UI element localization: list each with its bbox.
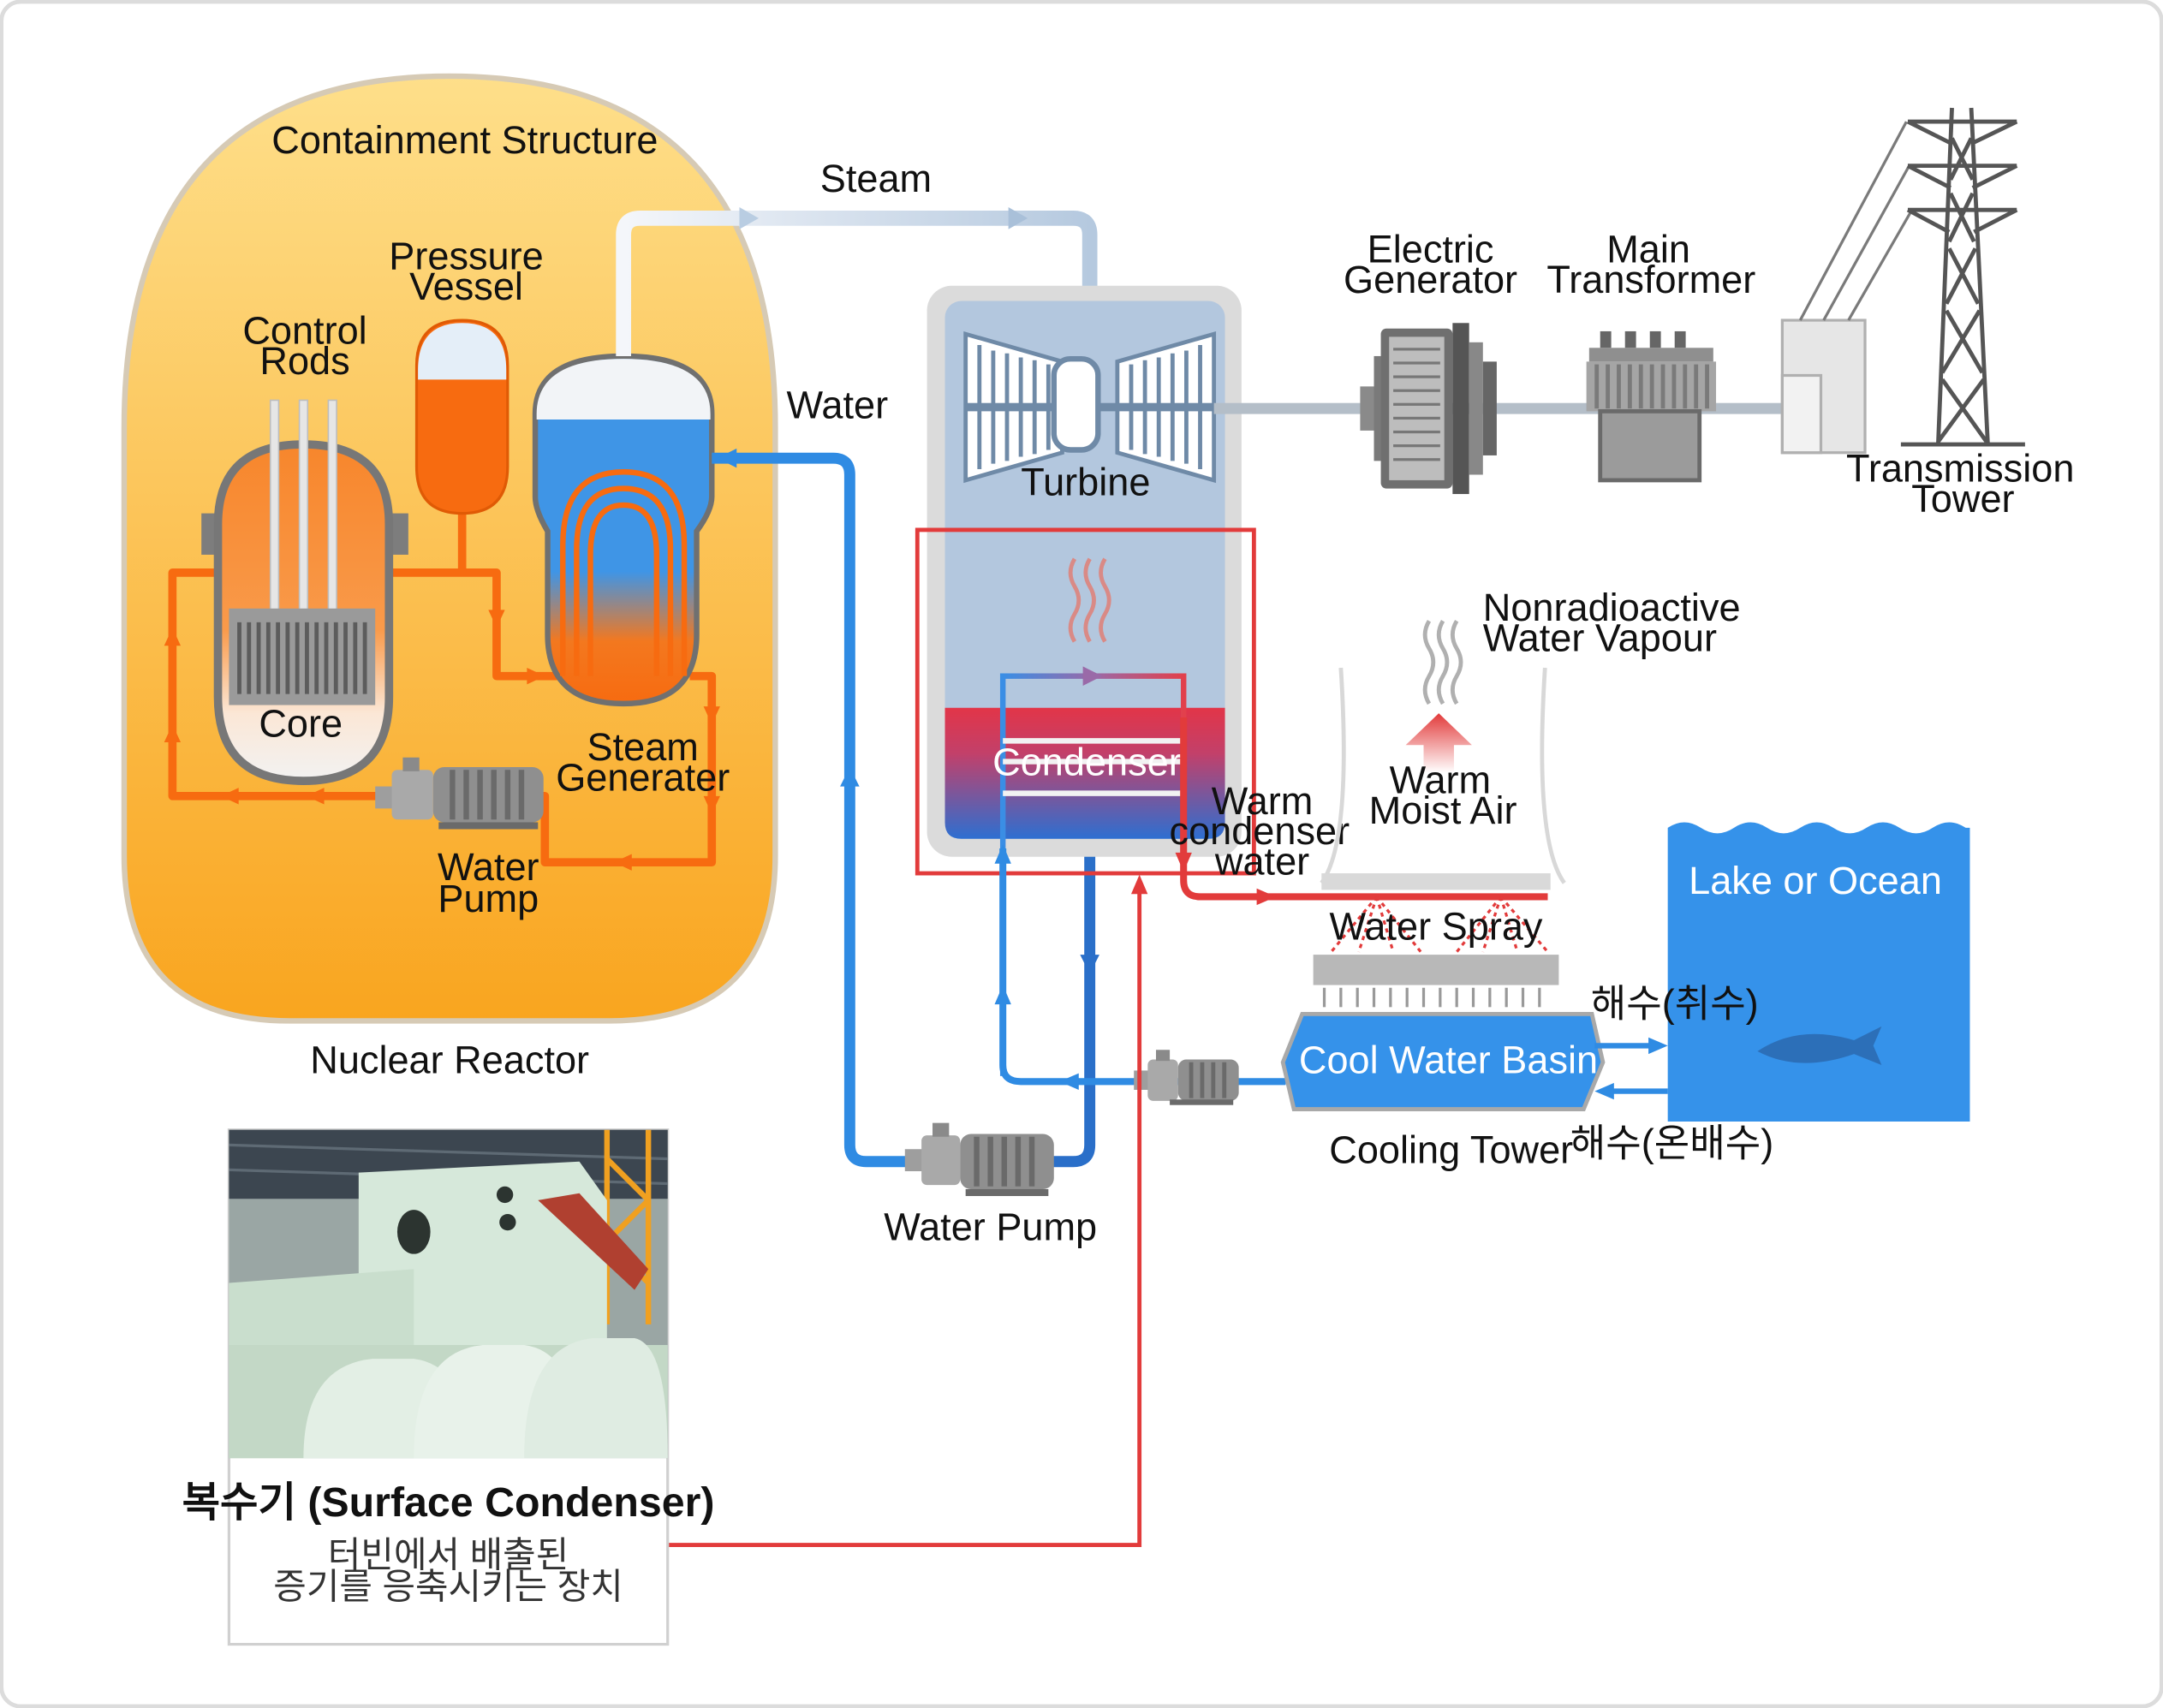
pressure-vessel [414,318,509,515]
warm-water-pipe [1175,717,1548,906]
transmission-lines [1798,121,1914,321]
vapour-label-2: Water Vapour [1483,616,1717,660]
cooling-pump [1134,1050,1239,1105]
lake-label: Lake or Ocean [1689,859,1942,902]
lake-or-ocean [1667,822,1970,1122]
seawater-arrows [1594,1043,1668,1094]
info-card-desc-2: 증기를 응축시키는 장치 [273,1566,623,1606]
transmission-tower-label-1: Transmission [1846,447,2074,491]
cooling-tower-label: Cooling Tower [1329,1128,1573,1171]
core-label: Core [259,702,343,746]
transmission-tower [1900,107,2025,447]
reactor-vessel: Core [201,399,408,785]
transmission-tower-label-2: Tower [1911,477,2014,521]
steam-generator-label-2: Generater [556,755,730,799]
main-transformer [1586,330,1717,483]
reactor-pump-label-1: Water [438,845,539,889]
main-transformer-label-2: Transformer [1546,258,1755,301]
warm-air-label-1: Warm [1390,759,1492,802]
condenser-info-card: 복수기 (Surface Condenser) 터빈에서 배출된 증기를 응축시… [182,1128,715,1646]
main-water-pump [904,1122,1054,1197]
cool-water-basin-label: Cool Water Basin [1299,1038,1598,1082]
cool-water-return-pipe [994,844,1286,1090]
condenser-highlight-box [915,527,1256,876]
steam-generator [532,353,715,707]
control-rods-label-1: Control [242,308,366,352]
feedwater-pipe [712,448,1099,1168]
info-card-title: 복수기 (Surface Condenser) [182,1479,715,1526]
electric-generator [1360,323,1497,495]
pressure-vessel-label-2: Vessel [409,265,523,308]
warm-condenser-label-1: Warm [1212,779,1314,823]
warm-condenser-label-3: water [1214,840,1309,884]
water-label: Water [787,383,889,426]
reactor-water-pump [375,757,544,830]
condenser-photo [229,1129,668,1459]
condensing-steam-wisps [1068,557,1111,643]
pressure-vessel-label-1: Pressure [389,234,543,277]
water-spray-lines [1330,896,1549,953]
main-transformer-label-1: Main [1606,227,1690,271]
reactor-pump-label-2: Pump [438,877,539,920]
seawater-out-label: 해수(온배수) [1570,1121,1773,1164]
nuclear-reactor-label: Nuclear Reactor [310,1038,589,1082]
warm-condenser-label-2: condenser [1170,809,1350,853]
steam-label: Steam [820,157,932,200]
steam-pipe [616,206,1098,362]
warm-air-arrow [1405,713,1472,773]
callout-line [667,883,1142,1548]
turbine-label: Turbine [1021,461,1150,504]
main-water-pump-label: Water Pump [884,1205,1097,1249]
vapour-wisps [1422,620,1463,705]
control-rods [269,399,337,650]
fish-icon [1757,1026,1882,1065]
info-card-desc-1: 터빈에서 배출된 [328,1534,569,1574]
vapour-label-1: Nonradioactive [1483,586,1741,629]
containment-label: Containment Structure [271,118,658,162]
electric-generator-label-2: Generator [1344,258,1517,301]
reactor-core [229,608,376,705]
warm-air-label-2: Moist Air [1369,789,1517,832]
steam-generator-label-1: Steam [587,725,699,769]
containment-structure: Containment Structure [121,73,778,1024]
water-spray-label: Water Spray [1330,904,1543,948]
condenser-label: Condenser [992,741,1182,784]
seawater-in-label: 해수(취수) [1591,982,1759,1026]
primary-loop-arrows [164,610,720,871]
turbine [963,330,1217,484]
cooling-tower [1280,620,1606,1111]
substation-box [1780,318,1867,455]
control-rods-label-2: Rods [259,339,349,383]
electric-generator-label-1: Electric [1368,227,1494,271]
